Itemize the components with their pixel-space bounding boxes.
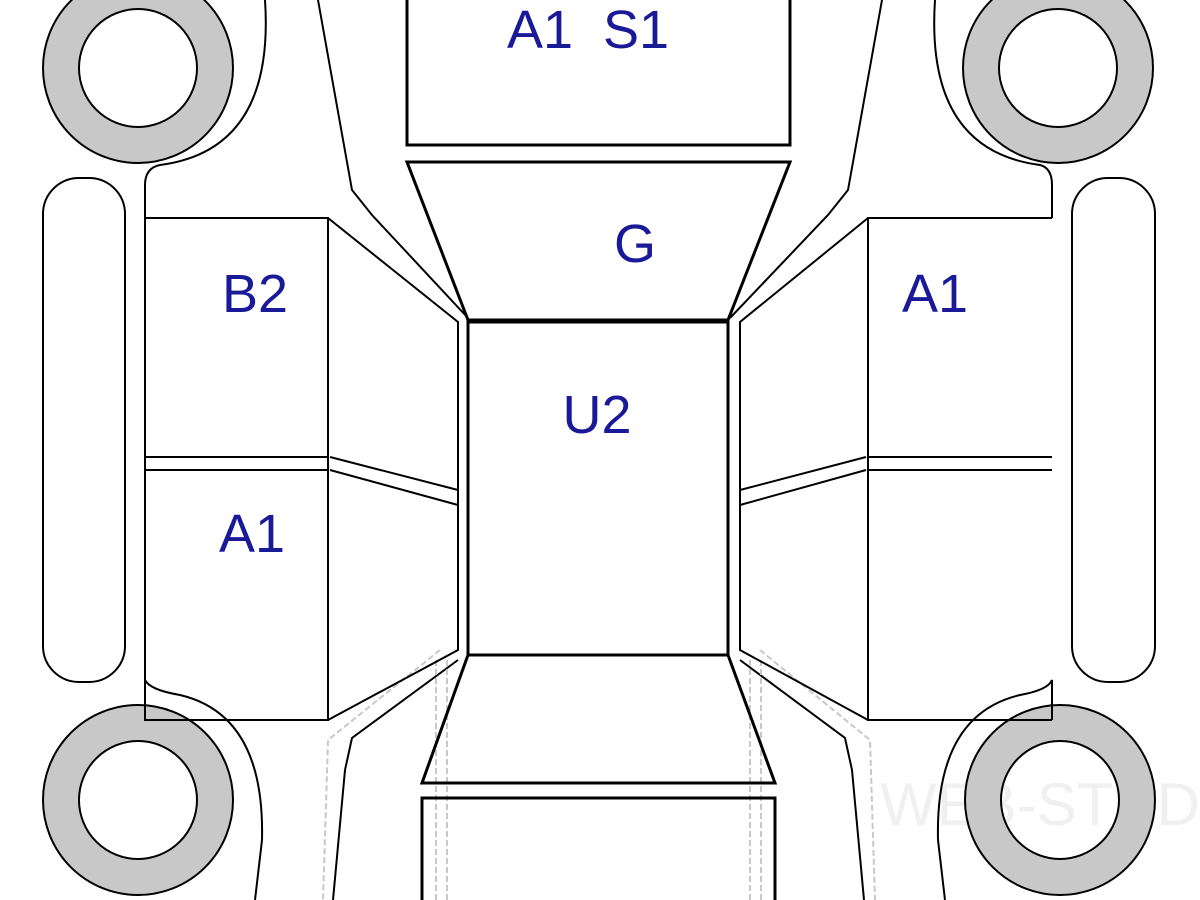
- hood-damage-label: A1 S1: [507, 0, 669, 60]
- windshield-panel[interactable]: [404, 160, 793, 322]
- wheel-rear-left: [42, 704, 234, 896]
- right-a-pillar-line: [729, 0, 883, 319]
- fender-rear-left: [144, 679, 264, 900]
- roof-damage-label: U2: [562, 385, 631, 445]
- wheel-front-right: [962, 0, 1154, 164]
- fender-front-left: [144, 0, 267, 218]
- left-front-door-damage-label: B2: [222, 264, 288, 324]
- fender-rear-right: [936, 679, 1053, 900]
- right-sill: [1071, 177, 1156, 683]
- right-window-panel: [739, 217, 869, 721]
- left-rear-line: [332, 659, 459, 900]
- left-window-panel: [327, 217, 459, 721]
- wheel-front-left: [42, 0, 234, 164]
- fender-front-right: [933, 0, 1053, 218]
- b-pillar-line: [329, 456, 459, 491]
- b-pillar-line: [739, 456, 867, 491]
- b-pillar-line: [329, 469, 459, 506]
- wheel-rear-right: [964, 704, 1156, 896]
- hood-panel[interactable]: [405, 0, 792, 147]
- windshield-damage-label: G: [614, 214, 656, 274]
- right-front-door-damage-label: A1: [902, 264, 968, 324]
- left-a-pillar-line: [317, 0, 469, 319]
- left-sill: [42, 177, 126, 683]
- left-rear-door-damage-label: A1: [219, 504, 285, 564]
- roof-panel[interactable]: [466, 320, 730, 657]
- rear-window-panel[interactable]: [419, 653, 778, 785]
- b-pillar-line: [739, 469, 867, 506]
- trunk-panel[interactable]: [420, 796, 777, 900]
- right-rear-line: [739, 659, 865, 900]
